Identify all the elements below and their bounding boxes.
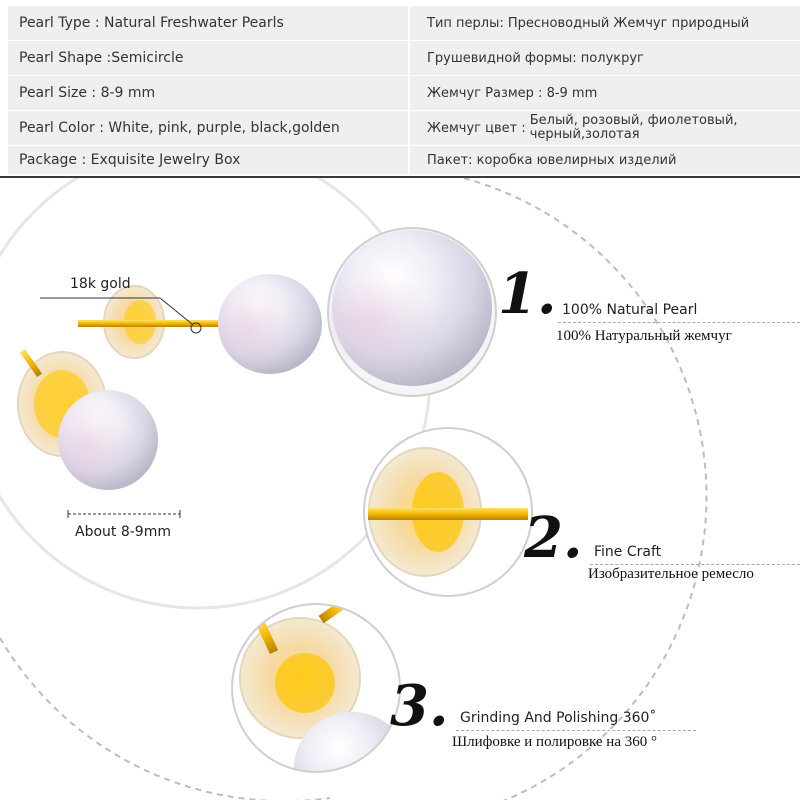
feature-1-underline — [558, 322, 800, 323]
feature-3-title: Grinding And Polishing 360˚ — [460, 710, 657, 726]
product-illustration — [0, 178, 708, 800]
spec-type-en: Pearl Type : Natural Freshwater Pearls — [8, 6, 408, 40]
feature-3-number: 3. — [390, 673, 449, 739]
spec-package-ru: Пакет: коробка ювелирных изделий — [410, 146, 800, 174]
spec-row-size: Pearl Size : 8-9 mm Жемчуг Размер : 8-9 … — [0, 76, 800, 110]
spec-package-en: Package : Exquisite Jewelry Box — [8, 146, 408, 174]
spec-color-en: Pearl Color : White, pink, purple, black… — [8, 111, 408, 145]
size-label: About 8-9mm — [75, 524, 171, 540]
spec-size-en: Pearl Size : 8-9 mm — [8, 76, 408, 110]
spec-color-ru-line2: черный,золотая — [529, 127, 640, 142]
product-showcase: 18k gold About 8-9mm 1. 100% Natural Pea… — [0, 178, 800, 800]
spec-size-ru: Жемчуг Размер : 8-9 mm — [410, 76, 800, 110]
detail-circle-craft — [363, 427, 533, 597]
spec-shape-en: Pearl Shape :Semicircle — [8, 41, 408, 75]
feature-1-subtitle: 100% Натуральный жемчуг — [556, 328, 732, 344]
spec-color-ru: Жемчуг цвет : Белый, розовый, фиолетовый… — [410, 111, 800, 145]
detail-circle-pearl — [327, 227, 497, 397]
feature-2-underline — [590, 564, 800, 565]
gold-label: 18k gold — [70, 276, 131, 292]
feature-1-number: 1. — [498, 261, 557, 327]
feature-2-subtitle: Изобразительное ремесло — [588, 566, 754, 582]
spec-table: Pearl Type : Natural Freshwater Pearls Т… — [0, 0, 800, 176]
spec-type-ru: Тип перлы: Пресноводный Жемчуг природный — [410, 6, 800, 40]
spec-color-ru-line1: Белый, розовый, фиолетовый, — [529, 113, 738, 128]
feature-2-title: Fine Craft — [594, 544, 662, 560]
feature-3-underline — [456, 730, 696, 731]
section-divider — [0, 176, 800, 178]
spec-row-package: Package : Exquisite Jewelry Box Пакет: к… — [0, 146, 800, 174]
spec-color-ru-label: Жемчуг цвет : — [427, 121, 526, 136]
spec-row-color: Pearl Color : White, pink, purple, black… — [0, 111, 800, 145]
spec-color-ru-values: Белый, розовый, фиолетовый, черный,золот… — [530, 114, 738, 142]
spec-shape-ru: Грушевидной формы: полукруг — [410, 41, 800, 75]
feature-1-title: 100% Natural Pearl — [562, 302, 698, 318]
earring-top — [78, 285, 228, 359]
detail-circle-polish — [231, 603, 401, 773]
feature-3-subtitle: Шлифовке и полировке на 360 ° — [452, 734, 657, 750]
spec-row-type: Pearl Type : Natural Freshwater Pearls Т… — [0, 6, 800, 40]
spec-row-shape: Pearl Shape :Semicircle Грушевидной форм… — [0, 41, 800, 75]
feature-2-number: 2. — [524, 505, 583, 571]
